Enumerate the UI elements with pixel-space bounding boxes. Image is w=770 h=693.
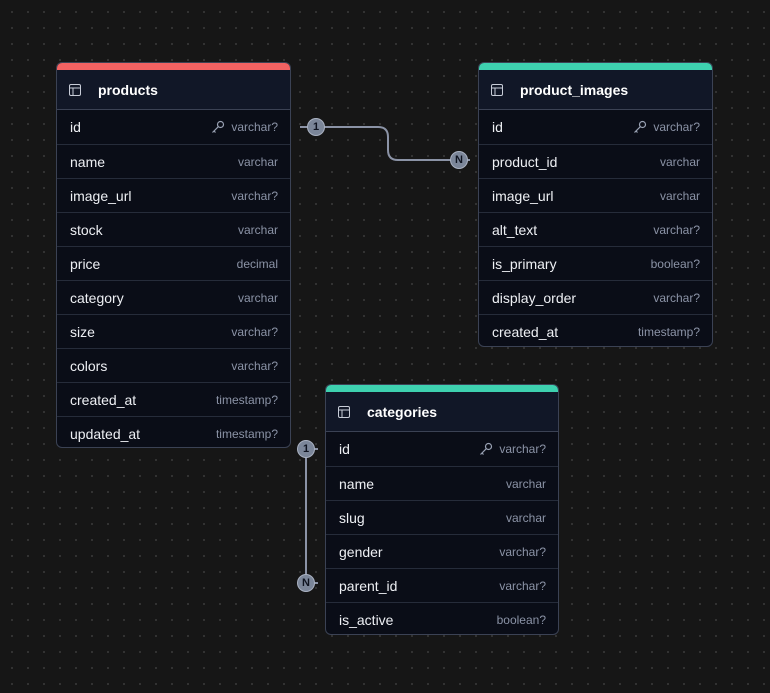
column-row[interactable]: stock varchar — [57, 212, 290, 246]
column-row[interactable]: created_at timestamp? — [479, 314, 712, 346]
column-type: varchar? — [231, 358, 278, 373]
table-accent — [57, 63, 290, 70]
column-type: boolean? — [496, 612, 546, 627]
column-name: price — [70, 255, 101, 272]
column-row[interactable]: parent_id varchar? — [326, 568, 558, 602]
column-row[interactable]: display_order varchar? — [479, 280, 712, 314]
column-type: varchar? — [231, 324, 278, 339]
column-row[interactable]: created_at timestamp? — [57, 382, 290, 416]
column-type: varchar? — [499, 544, 546, 559]
table-title: products — [98, 81, 158, 98]
cardinality-many-badge[interactable]: N — [297, 574, 315, 592]
column-row[interactable]: id varchar? — [479, 110, 712, 144]
column-row[interactable]: price decimal — [57, 246, 290, 280]
table-header[interactable]: product_images — [479, 70, 712, 110]
column-row[interactable]: is_primary boolean? — [479, 246, 712, 280]
column-row[interactable]: gender varchar? — [326, 534, 558, 568]
column-name: product_id — [492, 153, 558, 170]
column-name: size — [70, 323, 95, 340]
column-type: timestamp? — [215, 426, 278, 441]
column-name: gender — [339, 543, 383, 560]
column-name: id — [339, 441, 350, 457]
column-name: display_order — [492, 289, 577, 306]
column-type: timestamp? — [637, 324, 700, 339]
column-type: varchar? — [499, 578, 546, 593]
column-name: parent_id — [339, 577, 398, 594]
column-name: name — [339, 475, 375, 492]
column-type: varchar? — [499, 442, 546, 456]
column-row[interactable]: slug varchar — [326, 500, 558, 534]
table-products[interactable]: products id varchar? name varchar image_ur… — [56, 62, 291, 448]
column-type: varchar — [237, 222, 278, 237]
column-name: id — [70, 119, 81, 135]
column-name: is_primary — [492, 255, 557, 272]
column-name: stock — [70, 221, 103, 238]
column-type: varchar? — [231, 120, 278, 134]
table-title: product_images — [520, 81, 629, 98]
column-row[interactable]: name varchar — [57, 144, 290, 178]
column-name: image_url — [70, 187, 132, 204]
column-row[interactable]: image_url varchar? — [57, 178, 290, 212]
column-name: created_at — [492, 323, 559, 340]
table-header[interactable]: products — [57, 70, 290, 110]
key-icon — [211, 120, 225, 134]
column-type: varchar — [505, 476, 546, 491]
column-row[interactable]: id varchar? — [326, 432, 558, 466]
cardinality-one-badge[interactable]: 1 — [297, 440, 315, 458]
column-row[interactable]: id varchar? — [57, 110, 290, 144]
edge-products-product-images — [300, 126, 470, 161]
key-icon — [633, 120, 647, 134]
column-name: colors — [70, 357, 108, 374]
column-type: varchar? — [653, 120, 700, 134]
column-name: is_active — [339, 611, 394, 628]
column-type: varchar? — [653, 222, 700, 237]
column-type: varchar — [505, 510, 546, 525]
column-row[interactable]: image_url varchar — [479, 178, 712, 212]
column-row[interactable]: category varchar — [57, 280, 290, 314]
table-icon — [338, 405, 350, 418]
table-categories[interactable]: categories id varchar? name varchar slug va… — [325, 384, 559, 635]
cardinality-one-badge[interactable]: 1 — [307, 118, 325, 136]
column-type: varchar? — [653, 290, 700, 305]
column-name: category — [70, 289, 124, 306]
column-type: boolean? — [650, 256, 700, 271]
table-title: categories — [367, 403, 438, 420]
column-row[interactable]: updated_at timestamp? — [57, 416, 290, 447]
column-name: updated_at — [70, 425, 141, 442]
cardinality-many-badge[interactable]: N — [450, 151, 468, 169]
column-type: timestamp? — [215, 392, 278, 407]
column-row[interactable]: product_id varchar — [479, 144, 712, 178]
column-type: decimal — [236, 256, 278, 271]
column-name: name — [70, 153, 106, 170]
column-row[interactable]: colors varchar? — [57, 348, 290, 382]
column-type: varchar — [237, 154, 278, 169]
table-accent — [479, 63, 712, 70]
column-type: varchar — [237, 290, 278, 305]
column-row[interactable]: size varchar? — [57, 314, 290, 348]
column-row[interactable]: name varchar — [326, 466, 558, 500]
column-type: varchar? — [231, 188, 278, 203]
key-icon — [479, 442, 493, 456]
column-row[interactable]: is_active boolean? — [326, 602, 558, 634]
column-name: alt_text — [492, 221, 538, 238]
column-name: created_at — [70, 391, 137, 408]
table-icon — [491, 83, 503, 96]
column-name: slug — [339, 509, 365, 526]
column-type: varchar — [659, 188, 700, 203]
column-type: varchar — [659, 154, 700, 169]
table-header[interactable]: categories — [326, 392, 558, 432]
table-icon — [69, 83, 81, 96]
edge-categories-self — [305, 448, 318, 584]
column-name: id — [492, 119, 503, 135]
column-name: image_url — [492, 187, 554, 204]
table-accent — [326, 385, 558, 392]
column-row[interactable]: alt_text varchar? — [479, 212, 712, 246]
